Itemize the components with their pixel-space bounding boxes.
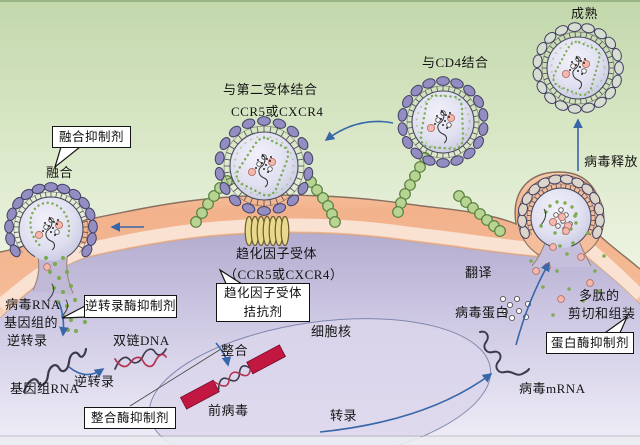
label-nucleus: 细胞核 bbox=[311, 324, 352, 339]
label-second-receptor-2: CCR5或CXCR4 bbox=[231, 104, 324, 119]
receptor-beads-right bbox=[305, 176, 341, 228]
dsdna-strand-red bbox=[114, 353, 167, 368]
label-viral-rna-1: 病毒RNA bbox=[5, 297, 61, 312]
host-dna-segment bbox=[179, 379, 220, 410]
arrow-integration bbox=[215, 342, 232, 367]
label-reverse-transcription: 逆转录 bbox=[74, 374, 115, 389]
box-fusion-inhibitor: 融合抑制剂 bbox=[52, 126, 131, 148]
arrow-translation-assembly bbox=[515, 261, 550, 346]
spill-squiggle-1 bbox=[47, 283, 55, 301]
released-pink-protein bbox=[43, 263, 51, 271]
bud-neck-edge bbox=[531, 242, 546, 267]
label-provirus: 前病毒 bbox=[208, 403, 249, 418]
label-second-receptor-1: 与第二受体结合 bbox=[223, 82, 318, 97]
virus-contents bbox=[247, 153, 277, 188]
cell-membrane bbox=[0, 172, 640, 318]
arrow-attachment bbox=[324, 120, 394, 141]
bottom-strip bbox=[0, 437, 640, 445]
virus-contents bbox=[426, 109, 456, 144]
label-fusion: 融合 bbox=[46, 165, 74, 180]
virus-cd4-bound bbox=[397, 76, 489, 168]
provirus-dna bbox=[179, 344, 287, 410]
virus-mature bbox=[532, 22, 624, 114]
virus-contents bbox=[561, 55, 591, 90]
host-dna-segment bbox=[246, 344, 287, 375]
box-label: 拮抗剂 bbox=[243, 304, 283, 319]
bud-neck-edge bbox=[579, 242, 592, 267]
label-cd4-bind: 与CD4结合 bbox=[422, 55, 489, 70]
label-transcription: 转录 bbox=[330, 408, 358, 423]
box-rt-inhibitor: 逆转录酶抑制剂 bbox=[84, 295, 177, 318]
dsdna-strand-dark bbox=[114, 348, 167, 370]
label-viral-mrna: 病毒mRNA bbox=[519, 381, 586, 396]
box-label: 整合酶抑制剂 bbox=[90, 410, 169, 425]
chemokine-receptor-coil bbox=[280, 215, 290, 247]
label-dsdna: 双链DNA bbox=[113, 333, 170, 348]
virus-fusing bbox=[4, 182, 98, 261]
virus-budding bbox=[517, 174, 605, 248]
label-virus-release: 病毒释放 bbox=[584, 154, 639, 169]
integrase-inhibitor-pointer bbox=[129, 348, 222, 407]
box-integrase-inhibitor: 整合酶抑制剂 bbox=[84, 407, 176, 429]
label-genomic-rna: 基因组RNA bbox=[10, 381, 80, 396]
box-label: 蛋白酶抑制剂 bbox=[550, 335, 629, 350]
arrow-transcription bbox=[319, 373, 493, 433]
box-label: 逆转录酶抑制剂 bbox=[85, 299, 177, 314]
label-chemokine-receptor-2: （CCR5或CXCR4） bbox=[224, 267, 344, 282]
membrane-receptor-beads bbox=[453, 190, 506, 237]
membrane-outer-edge bbox=[0, 171, 640, 270]
label-translation: 翻译 bbox=[465, 265, 493, 280]
virus-second-receptor bbox=[214, 116, 314, 216]
box-chemokine-antagonist: 趋化因子受体拮抗剂 bbox=[216, 283, 310, 322]
assembling-green-dots bbox=[529, 214, 606, 317]
virus-contents bbox=[34, 216, 64, 251]
bud-neck-opening bbox=[531, 242, 592, 267]
box-label: 融合抑制剂 bbox=[58, 129, 124, 144]
box-protease-inhibitor: 蛋白酶抑制剂 bbox=[546, 332, 634, 354]
label-mature: 成熟 bbox=[571, 6, 599, 21]
membrane-inner-layer-right bbox=[584, 243, 640, 301]
label-chemokine-receptor-1: 趋化因子受体 bbox=[236, 246, 318, 261]
label-polypeptide-2: 剪切和组装 bbox=[568, 306, 636, 321]
arrow-reverse-transcription bbox=[68, 366, 105, 378]
label-integration: 整合 bbox=[221, 343, 249, 358]
label-viral-rna-3: 逆转录 bbox=[7, 333, 48, 348]
label-polypeptide-1: 多肽的 bbox=[579, 288, 620, 303]
label-viral-protein: 病毒蛋白 bbox=[455, 305, 510, 320]
viral-capsid bbox=[29, 201, 71, 247]
label-viral-rna-2: 基因组的 bbox=[4, 315, 59, 330]
box-label: 趋化因子受体 bbox=[223, 286, 302, 301]
viral-mrna-squiggle bbox=[479, 330, 530, 376]
genomic-rna-squiggle bbox=[22, 347, 88, 394]
